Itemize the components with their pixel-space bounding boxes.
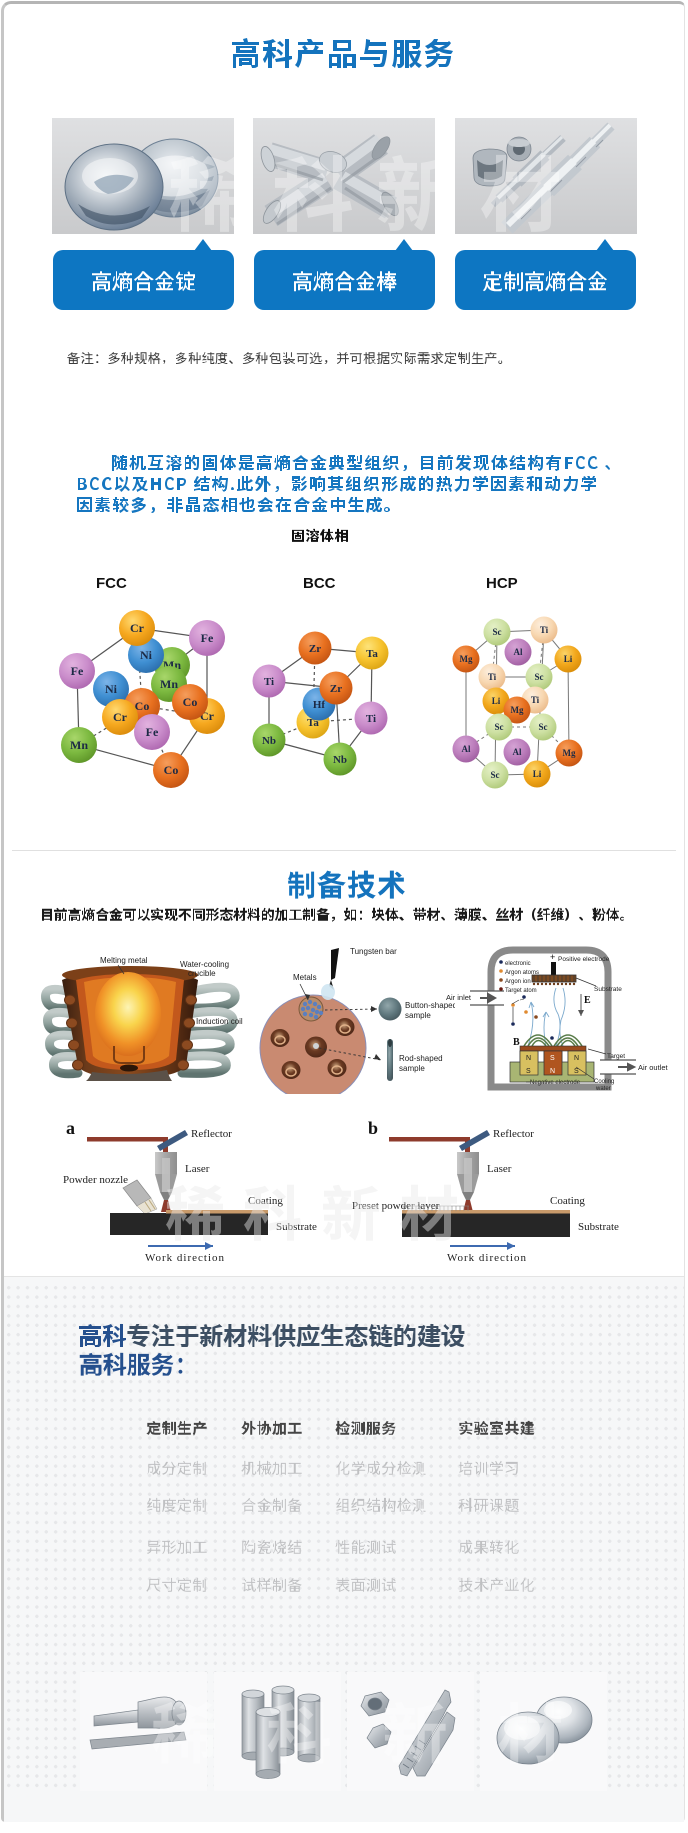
svg-text:Zr: Zr [330,683,342,695]
svg-text:Target: Target [607,1053,625,1060]
svg-text:Work direction: Work direction [145,1252,225,1264]
svg-text:Reflector: Reflector [191,1128,232,1140]
svg-text:Sc: Sc [539,722,548,732]
svg-text:Nb: Nb [333,754,347,766]
svg-text:Ta: Ta [366,648,378,660]
svg-text:Fe: Fe [146,725,159,739]
svg-text:Zr: Zr [309,643,321,655]
svg-text:Ni: Ni [140,648,153,662]
svg-text:sample: sample [399,1064,425,1073]
svg-text:electronic: electronic [505,961,531,967]
svg-text:Sc: Sc [495,722,504,732]
svg-text:Cr: Cr [113,710,128,724]
svg-text:Ti: Ti [540,625,549,635]
svg-text:S: S [550,1055,555,1062]
svg-text:sample: sample [405,1011,431,1020]
svg-text:Al: Al [514,647,523,657]
svg-text:Induction coil: Induction coil [196,1017,243,1026]
svg-text:Ti: Ti [366,713,376,725]
svg-text:Coating: Coating [248,1195,283,1207]
svg-text:Argon ion: Argon ion [505,979,531,985]
svg-text:B: B [513,1037,520,1048]
svg-text:Mn: Mn [160,677,178,691]
svg-text:Rod-shaped: Rod-shaped [399,1054,443,1063]
svg-text:Al: Al [462,744,471,754]
svg-text:Air outlet: Air outlet [638,1063,668,1072]
svg-text:Co: Co [135,699,150,713]
svg-text:N: N [574,1055,579,1062]
svg-text:Mn: Mn [70,738,88,752]
svg-text:water: water [595,1086,611,1092]
svg-text:Nb: Nb [262,735,276,747]
svg-text:Sc: Sc [491,770,500,780]
svg-text:Button-shaped: Button-shaped [405,1001,455,1010]
svg-text:Ti: Ti [264,676,274,688]
svg-text:Substrate: Substrate [276,1221,317,1233]
svg-text:crucible: crucible [188,969,216,978]
svg-text:Mg: Mg [460,654,473,664]
svg-text:a: a [66,1118,75,1138]
svg-text:Li: Li [533,769,542,779]
svg-text:S: S [574,1068,579,1075]
svg-text:S: S [526,1068,531,1075]
svg-text:Sc: Sc [493,627,502,637]
svg-text:Laser: Laser [487,1163,512,1175]
svg-text:Powder nozzle: Powder nozzle [63,1174,128,1186]
svg-text:Fe: Fe [201,631,214,645]
svg-text:+: + [550,952,555,962]
svg-text:Metals: Metals [293,973,317,982]
svg-text:Melting metal: Melting metal [100,956,148,965]
svg-text:Mg: Mg [563,748,576,758]
svg-text:Ni: Ni [105,682,118,696]
svg-text:Water-cooling: Water-cooling [180,960,229,969]
svg-text:Substrate: Substrate [578,1221,619,1233]
svg-text:Reflector: Reflector [493,1128,534,1140]
svg-text:Co: Co [183,695,198,709]
svg-text:Li: Li [564,654,573,664]
svg-text:Cooling: Cooling [594,1079,614,1085]
svg-text:Positive electrode: Positive electrode [558,956,610,963]
svg-text:Sc: Sc [535,672,544,682]
svg-text:Ti: Ti [531,695,540,705]
svg-text:Preset powder layer: Preset powder layer [352,1200,440,1212]
svg-text:Mg: Mg [511,705,524,715]
svg-text:Coating: Coating [550,1195,585,1207]
svg-text:Al: Al [513,747,522,757]
svg-text:Ti: Ti [488,672,497,682]
svg-text:Tungsten bar: Tungsten bar [350,947,397,956]
svg-text:Laser: Laser [185,1163,210,1175]
svg-text:Negative electrode: Negative electrode [530,1080,581,1086]
svg-text:Fe: Fe [71,664,84,678]
svg-text:Hf: Hf [313,699,326,711]
svg-text:E: E [584,995,591,1006]
svg-text:N: N [550,1068,555,1075]
svg-text:Li: Li [492,696,501,706]
svg-text:N: N [526,1055,531,1062]
svg-text:Work direction: Work direction [447,1252,527,1264]
svg-text:Argon atoms: Argon atoms [505,970,539,976]
svg-text:Cr: Cr [130,621,145,635]
svg-text:Substrate: Substrate [594,986,622,993]
svg-text:b: b [368,1118,378,1138]
svg-text:Target atom: Target atom [505,988,537,994]
svg-text:Co: Co [164,763,179,777]
